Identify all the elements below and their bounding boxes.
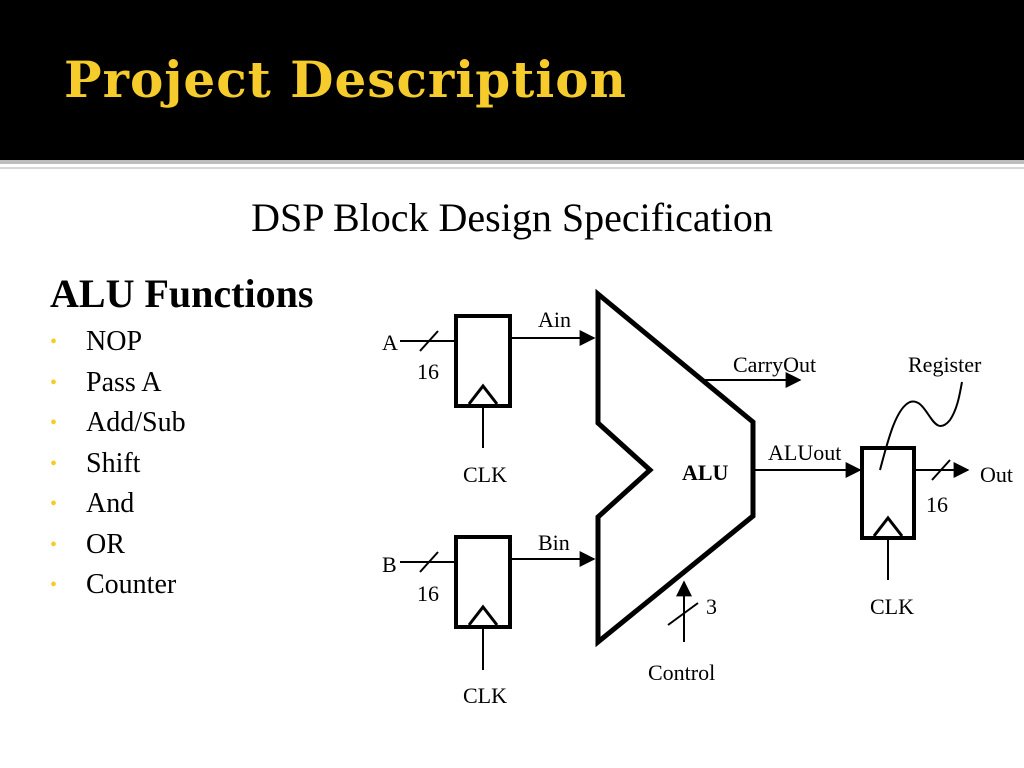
input-b-label: B <box>382 552 397 577</box>
bus-width-a-label: 16 <box>417 359 439 384</box>
bullet-icon: • <box>50 533 58 556</box>
register-callout-line <box>879 381 963 471</box>
bin-label: Bin <box>538 530 570 555</box>
slide-title: Project Description <box>64 50 627 109</box>
bullet-icon: • <box>50 574 58 596</box>
list-item-label: Shift <box>86 447 141 479</box>
alu-label: ALU <box>682 460 729 485</box>
bullet-icon: • <box>50 412 58 434</box>
list-item-label: NOP <box>86 326 143 357</box>
list-item: • Counter <box>50 567 186 608</box>
bus-width-b-label: 16 <box>417 581 439 606</box>
bus-slash-b <box>419 551 439 573</box>
alu-block-diagram: A 16 CLK Ain B 16 CLK Bin ALU CarryOut 3… <box>382 288 1013 708</box>
alu-block <box>595 288 756 648</box>
list-item-label: Add/Sub <box>86 407 186 438</box>
divider-line-thin <box>0 167 1024 169</box>
bullet-icon: • <box>50 331 58 353</box>
bullet-icon: • <box>50 452 58 475</box>
bus-slash-out <box>931 459 951 481</box>
bullet-icon: • <box>50 493 58 515</box>
register-label: Register <box>908 352 982 377</box>
out-label: Out <box>980 462 1013 487</box>
list-item: • NOP <box>50 324 186 365</box>
divider-line <box>0 160 1024 164</box>
list-item-label: OR <box>86 528 125 560</box>
list-item: • And <box>50 486 186 527</box>
aluout-label: ALUout <box>768 440 841 465</box>
bullet-icon: • <box>50 371 58 394</box>
list-item-label: And <box>86 488 135 519</box>
bus-slash-a <box>419 330 439 352</box>
control-label: Control <box>648 660 715 685</box>
input-a-label: A <box>382 330 398 355</box>
bus-slash-control <box>667 602 699 626</box>
ain-label: Ain <box>538 307 571 332</box>
register-b <box>454 535 512 629</box>
clk-b-label: CLK <box>463 683 507 708</box>
carryout-label: CarryOut <box>733 352 816 377</box>
alu-functions-heading: ALU Functions <box>50 271 314 316</box>
alu-functions-list: • NOP • Pass A • Add/Sub • Shift • And • OR • C… <box>50 324 186 608</box>
list-item: • OR <box>50 527 186 568</box>
list-item: • Shift <box>50 446 186 487</box>
output-register <box>860 446 916 540</box>
title-bar: Project Description <box>0 0 1024 160</box>
slide-subtitle: DSP Block Design Specification <box>251 195 773 240</box>
list-item: • Pass A <box>50 365 186 406</box>
bus-width-out-label: 16 <box>926 492 948 517</box>
list-item-label: Pass A <box>86 366 162 398</box>
clk-a-label: CLK <box>463 462 507 487</box>
control-width-label: 3 <box>706 594 717 619</box>
list-item: • Add/Sub <box>50 405 186 446</box>
clk-out-label: CLK <box>870 594 914 619</box>
list-item-label: Counter <box>86 569 177 600</box>
register-a <box>454 314 512 408</box>
